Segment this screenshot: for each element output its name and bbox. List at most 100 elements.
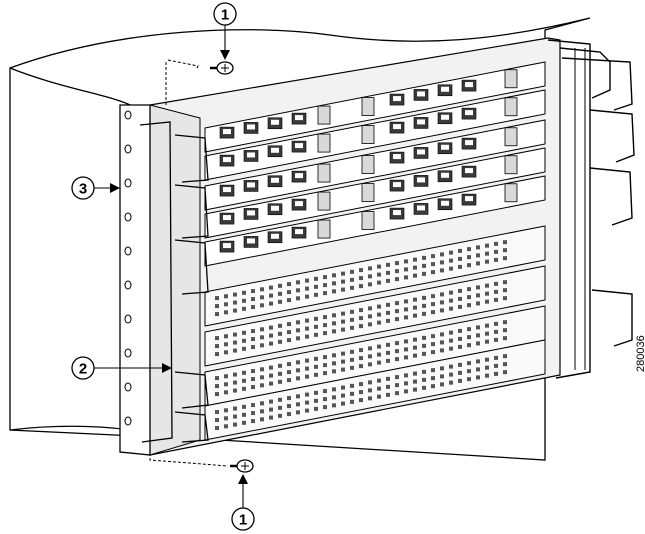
vent-hole	[395, 349, 399, 353]
vent-hole	[467, 247, 471, 251]
vent-hole	[413, 266, 417, 270]
vent-hole	[386, 393, 390, 397]
vent-hole	[404, 307, 408, 311]
vent-hole	[368, 282, 372, 286]
vent-hole	[404, 299, 408, 303]
port-opening	[223, 187, 231, 192]
vent-hole	[260, 295, 264, 299]
port-opening	[417, 205, 425, 210]
port-opening	[247, 238, 255, 243]
vent-hole	[296, 402, 300, 406]
vent-hole	[350, 278, 354, 282]
vent-hole	[269, 302, 273, 306]
mounting-hole	[125, 383, 131, 391]
vent-hole	[287, 362, 291, 366]
port-opening	[465, 168, 473, 173]
vent-hole	[305, 327, 309, 331]
vent-hole	[251, 411, 255, 415]
vent-hole	[359, 398, 363, 402]
vent-hole	[485, 366, 489, 370]
vent-hole	[332, 353, 336, 357]
vent-hole	[350, 392, 354, 396]
vent-hole	[332, 403, 336, 407]
vent-hole	[215, 418, 219, 422]
vent-hole	[350, 326, 354, 330]
vent-hole	[476, 301, 480, 305]
vent-hole	[467, 287, 471, 291]
vent-hole	[458, 329, 462, 333]
vent-hole	[431, 342, 435, 346]
vent-hole	[413, 274, 417, 278]
vent-hole	[431, 302, 435, 306]
vent-hole	[386, 303, 390, 307]
port-opening	[441, 87, 449, 92]
vent-hole	[350, 358, 354, 362]
vent-hole	[296, 296, 300, 300]
vent-hole	[458, 345, 462, 349]
port-opening	[247, 124, 255, 129]
vent-hole	[476, 341, 480, 345]
port-opening	[271, 178, 279, 183]
vent-hole	[215, 426, 219, 430]
vent-hole	[503, 320, 507, 324]
vent-hole	[386, 311, 390, 315]
vent-hole	[485, 252, 489, 256]
vent-hole	[449, 299, 453, 303]
vent-hole	[269, 326, 273, 330]
vent-hole	[404, 339, 408, 343]
vent-hole	[404, 315, 408, 319]
vent-hole	[215, 376, 219, 380]
vent-hole	[494, 364, 498, 368]
vent-hole	[458, 249, 462, 253]
vent-hole	[476, 285, 480, 289]
port-opening	[393, 124, 401, 129]
vent-hole	[305, 409, 309, 413]
vent-hole	[458, 371, 462, 375]
vent-hole	[233, 415, 237, 419]
vent-hole	[242, 347, 246, 351]
vent-hole	[458, 265, 462, 269]
vent-hole	[251, 345, 255, 349]
ejector-handle	[505, 128, 517, 146]
vent-hole	[341, 288, 345, 292]
port-opening	[223, 129, 231, 134]
vent-hole	[287, 322, 291, 326]
vent-hole	[359, 324, 363, 328]
vent-hole	[332, 313, 336, 317]
port-opening	[393, 96, 401, 101]
vent-hole	[359, 316, 363, 320]
vent-hole	[449, 291, 453, 295]
vent-hole	[476, 359, 480, 363]
port-opening	[271, 120, 279, 125]
vent-hole	[224, 294, 228, 298]
vent-hole	[323, 389, 327, 393]
rack-mount-ear	[120, 105, 150, 455]
vent-hole	[251, 385, 255, 389]
port-opening	[271, 148, 279, 153]
vent-hole	[368, 396, 372, 400]
vent-hole	[260, 375, 264, 379]
vent-hole	[224, 382, 228, 386]
vent-hole	[440, 308, 444, 312]
mounting-hole	[125, 111, 131, 119]
vent-hole	[278, 292, 282, 296]
ejector-handle	[505, 156, 517, 174]
vent-hole	[341, 402, 345, 406]
vent-hole	[485, 300, 489, 304]
vent-hole	[323, 405, 327, 409]
vent-hole	[314, 325, 318, 329]
vent-hole	[368, 346, 372, 350]
vent-hole	[251, 337, 255, 341]
vent-hole	[377, 387, 381, 391]
vent-hole	[233, 389, 237, 393]
vent-hole	[323, 397, 327, 401]
vent-hole	[440, 348, 444, 352]
vent-hole	[233, 309, 237, 313]
vent-hole	[458, 257, 462, 261]
vent-hole	[296, 280, 300, 284]
vent-hole	[413, 314, 417, 318]
vent-hole	[458, 297, 462, 301]
port-opening	[465, 140, 473, 145]
vent-hole	[350, 384, 354, 388]
vent-hole	[332, 289, 336, 293]
